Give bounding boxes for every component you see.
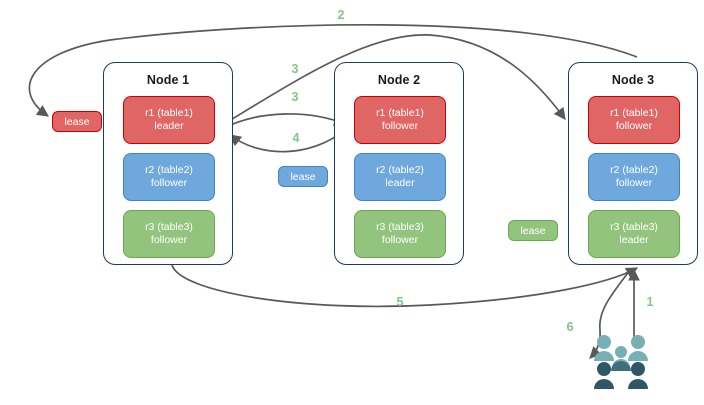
lease-chip-red[interactable]: lease <box>52 111 102 132</box>
node-3-replica-r3[interactable]: r3 (table3) leader <box>588 210 680 258</box>
node-2-replica-r1-role: follower <box>381 120 419 132</box>
node-2-replica-r3-role: follower <box>381 234 419 246</box>
arrow-step-3-to-node2 <box>223 113 347 129</box>
node-3-replica-r1[interactable]: r1 (table1) follower <box>588 96 680 144</box>
step-label-6: 6 <box>566 320 574 334</box>
node-2-replica-r1-name: r1 (table1) <box>376 106 424 119</box>
step-label-5: 5 <box>396 295 404 309</box>
node-1-replica-r2[interactable]: r2 (table2) follower <box>123 153 215 201</box>
step-label-3-upper: 3 <box>291 62 299 76</box>
node-3-replica-r1-name: r1 (table1) <box>610 106 658 119</box>
node-2-replica-r2[interactable]: r2 (table2) leader <box>354 153 446 201</box>
node-2-replica-r3[interactable]: r3 (table3) follower <box>354 210 446 258</box>
node-3-replica-r1-role: follower <box>615 120 653 132</box>
node-1[interactable]: Node 1 r1 (table1) leader r2 (table2) fo… <box>103 62 233 265</box>
node-3-replica-r2-role: follower <box>615 177 653 189</box>
node-2-title: Node 2 <box>377 73 421 87</box>
node-1-replica-r3-name: r3 (table3) <box>145 220 193 233</box>
step-label-1: 1 <box>646 295 654 309</box>
lease-chip-blue[interactable]: lease <box>278 166 328 187</box>
lease-chip-green[interactable]: lease <box>508 220 558 241</box>
node-1-replica-r3-role: follower <box>150 234 188 246</box>
node-1-replica-r1-role: leader <box>154 120 184 132</box>
node-1-replica-r2-name: r2 (table2) <box>145 163 193 176</box>
node-3-title: Node 3 <box>611 73 655 87</box>
node-2-replica-r2-role: leader <box>385 177 415 189</box>
node-3-replica-r3-name: r3 (table3) <box>610 220 658 233</box>
node-1-replica-r3[interactable]: r3 (table3) follower <box>123 210 215 258</box>
step-label-3-lower: 3 <box>291 90 299 104</box>
step-label-2: 2 <box>337 8 345 22</box>
users-group-icon <box>594 335 648 389</box>
node-3-replica-r3-role: leader <box>619 234 649 246</box>
node-1-title: Node 1 <box>146 73 190 87</box>
node-1-replica-r1[interactable]: r1 (table1) leader <box>123 96 215 144</box>
node-1-replica-r1-name: r1 (table1) <box>145 106 193 119</box>
node-1-replica-r2-role: follower <box>150 177 188 189</box>
node-2-replica-r3-name: r3 (table3) <box>376 220 424 233</box>
node-3[interactable]: Node 3 r1 (table1) follower r2 (table2) … <box>568 62 698 265</box>
node-2-replica-r2-name: r2 (table2) <box>376 163 424 176</box>
node-3-replica-r2[interactable]: r2 (table2) follower <box>588 153 680 201</box>
step-label-4: 4 <box>292 131 300 145</box>
node-3-replica-r2-name: r2 (table2) <box>610 163 658 176</box>
node-2[interactable]: Node 2 r1 (table1) follower r2 (table2) … <box>334 62 464 265</box>
node-2-replica-r1[interactable]: r1 (table1) follower <box>354 96 446 144</box>
